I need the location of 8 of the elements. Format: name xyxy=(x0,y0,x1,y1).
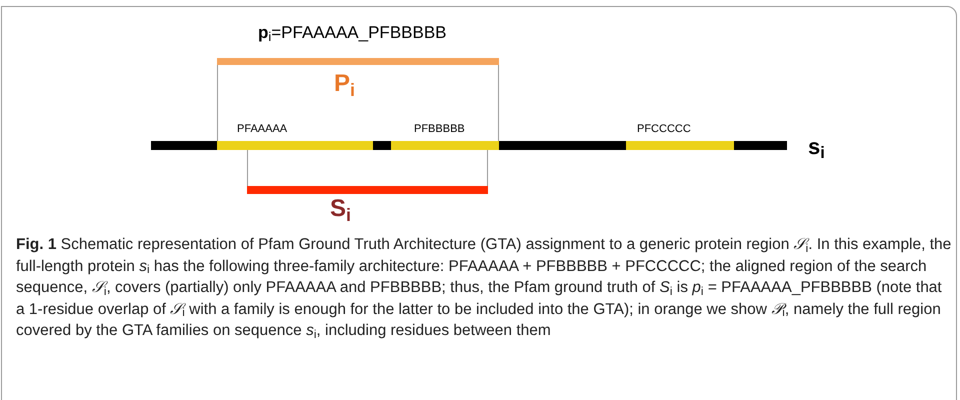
sequence-label: s$_{i}$ xyxy=(808,136,825,158)
figure-caption: Fig. 1 Schematic representation of Pfam Ground Truth Architecture (GTA) assignment to a generic protein region 𝒮$_{i}$. In this example, the full-length protein s$_{i}$ has the following three-family architecture: PFAAAAA + PFBBBBB + PFCCCCC; the aligned region of the search sequence, 𝒮$_{i}$, covers (partially) only PFAAAAA and PFBBBBB; thus, the Pfam ground truth of S$_{i}$ is p$_{i}$ = PFAAAAA_PFBBBBB (note that a 1-residue overlap of 𝒮$_{i}$ with a family is enough for the latter to be included into the GTA); in orange we show 𝒫$_{i}$, namely the full region covered by the GTA families on sequence s$_{i}$, including residues between them xyxy=(16,235,952,342)
domain-label: PFBBBBB xyxy=(414,124,465,135)
region-label: P$_{i}$ xyxy=(334,72,356,96)
architecture-label: p$_{i}$=PFAAAAA_PFBBBBB xyxy=(258,24,447,41)
region-label: S$_{i}$ xyxy=(330,197,352,221)
domain-label: PFAAAAA xyxy=(237,124,288,135)
domain-label: PFCCCCC xyxy=(637,124,691,135)
